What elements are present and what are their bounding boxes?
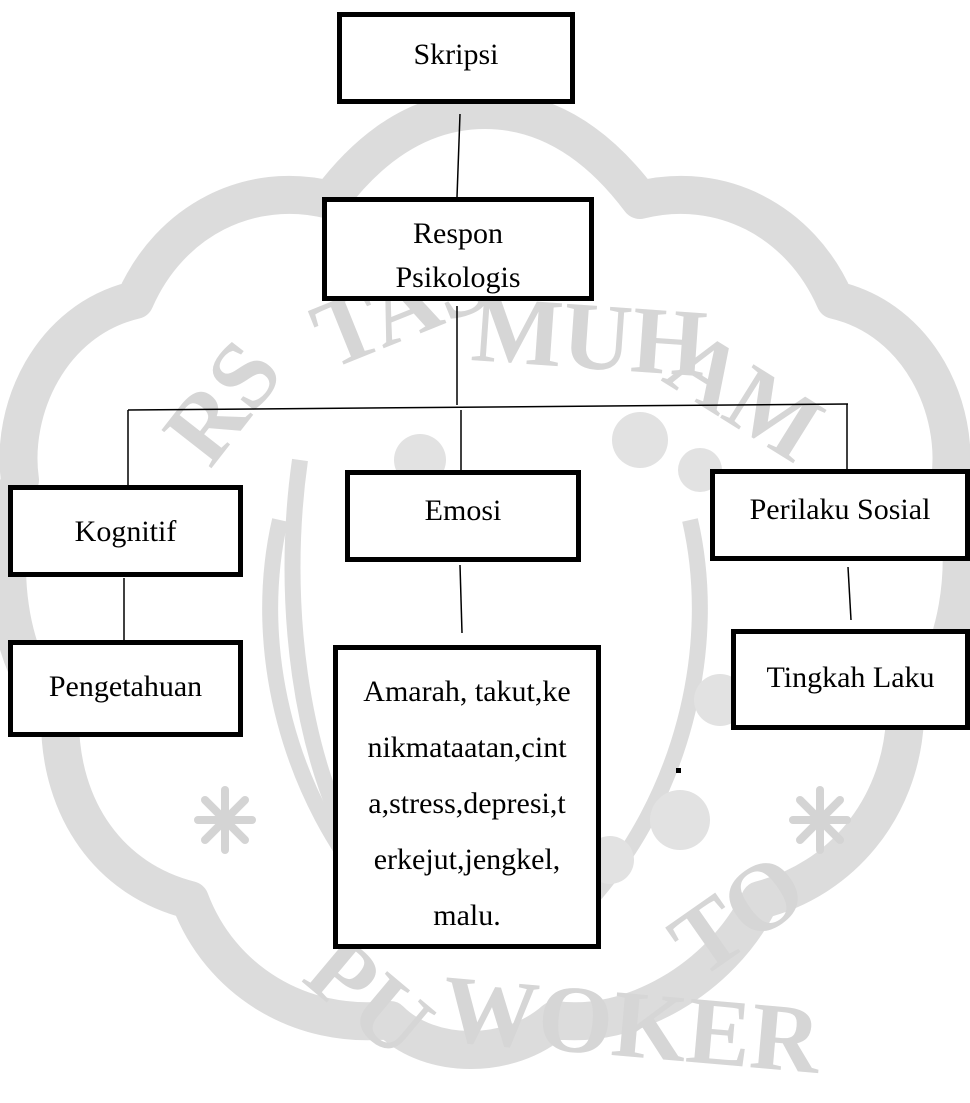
node-tingkah-laku-label: Tingkah Laku <box>766 661 935 694</box>
node-emosi-detail: Amarah, takut,kenikmataatan,cinta,stress… <box>333 645 601 949</box>
connector-horizontal-branch <box>127 403 849 411</box>
node-pengetahuan: Pengetahuan <box>8 640 243 737</box>
connector-emosi-detail <box>459 564 463 634</box>
node-kognitif: Kognitif <box>8 485 243 577</box>
node-skripsi-label: Skripsi <box>413 38 499 71</box>
node-emosi-detail-label: Amarah, takut,kenikmataatan,cinta,stress… <box>363 675 571 932</box>
node-perilaku-sosial-label: Perilaku Sosial <box>749 493 931 526</box>
stray-dot <box>676 768 681 773</box>
node-pengetahuan-label: Pengetahuan <box>48 670 203 703</box>
node-respon-psikologis: Respon Psikologis <box>322 197 594 301</box>
node-kognitif-label: Kognitif <box>74 515 177 548</box>
node-emosi-label: Emosi <box>424 494 502 527</box>
node-emosi: Emosi <box>345 470 581 562</box>
node-respon-psikologis-label: Respon Psikologis <box>395 217 521 294</box>
node-perilaku-sosial: Perilaku Sosial <box>710 469 970 561</box>
node-skripsi: Skripsi <box>337 12 575 104</box>
node-tingkah-laku: Tingkah Laku <box>731 629 970 730</box>
connector-perilaku-tingkah <box>847 566 852 621</box>
connector-skripsi-respon <box>456 113 461 198</box>
